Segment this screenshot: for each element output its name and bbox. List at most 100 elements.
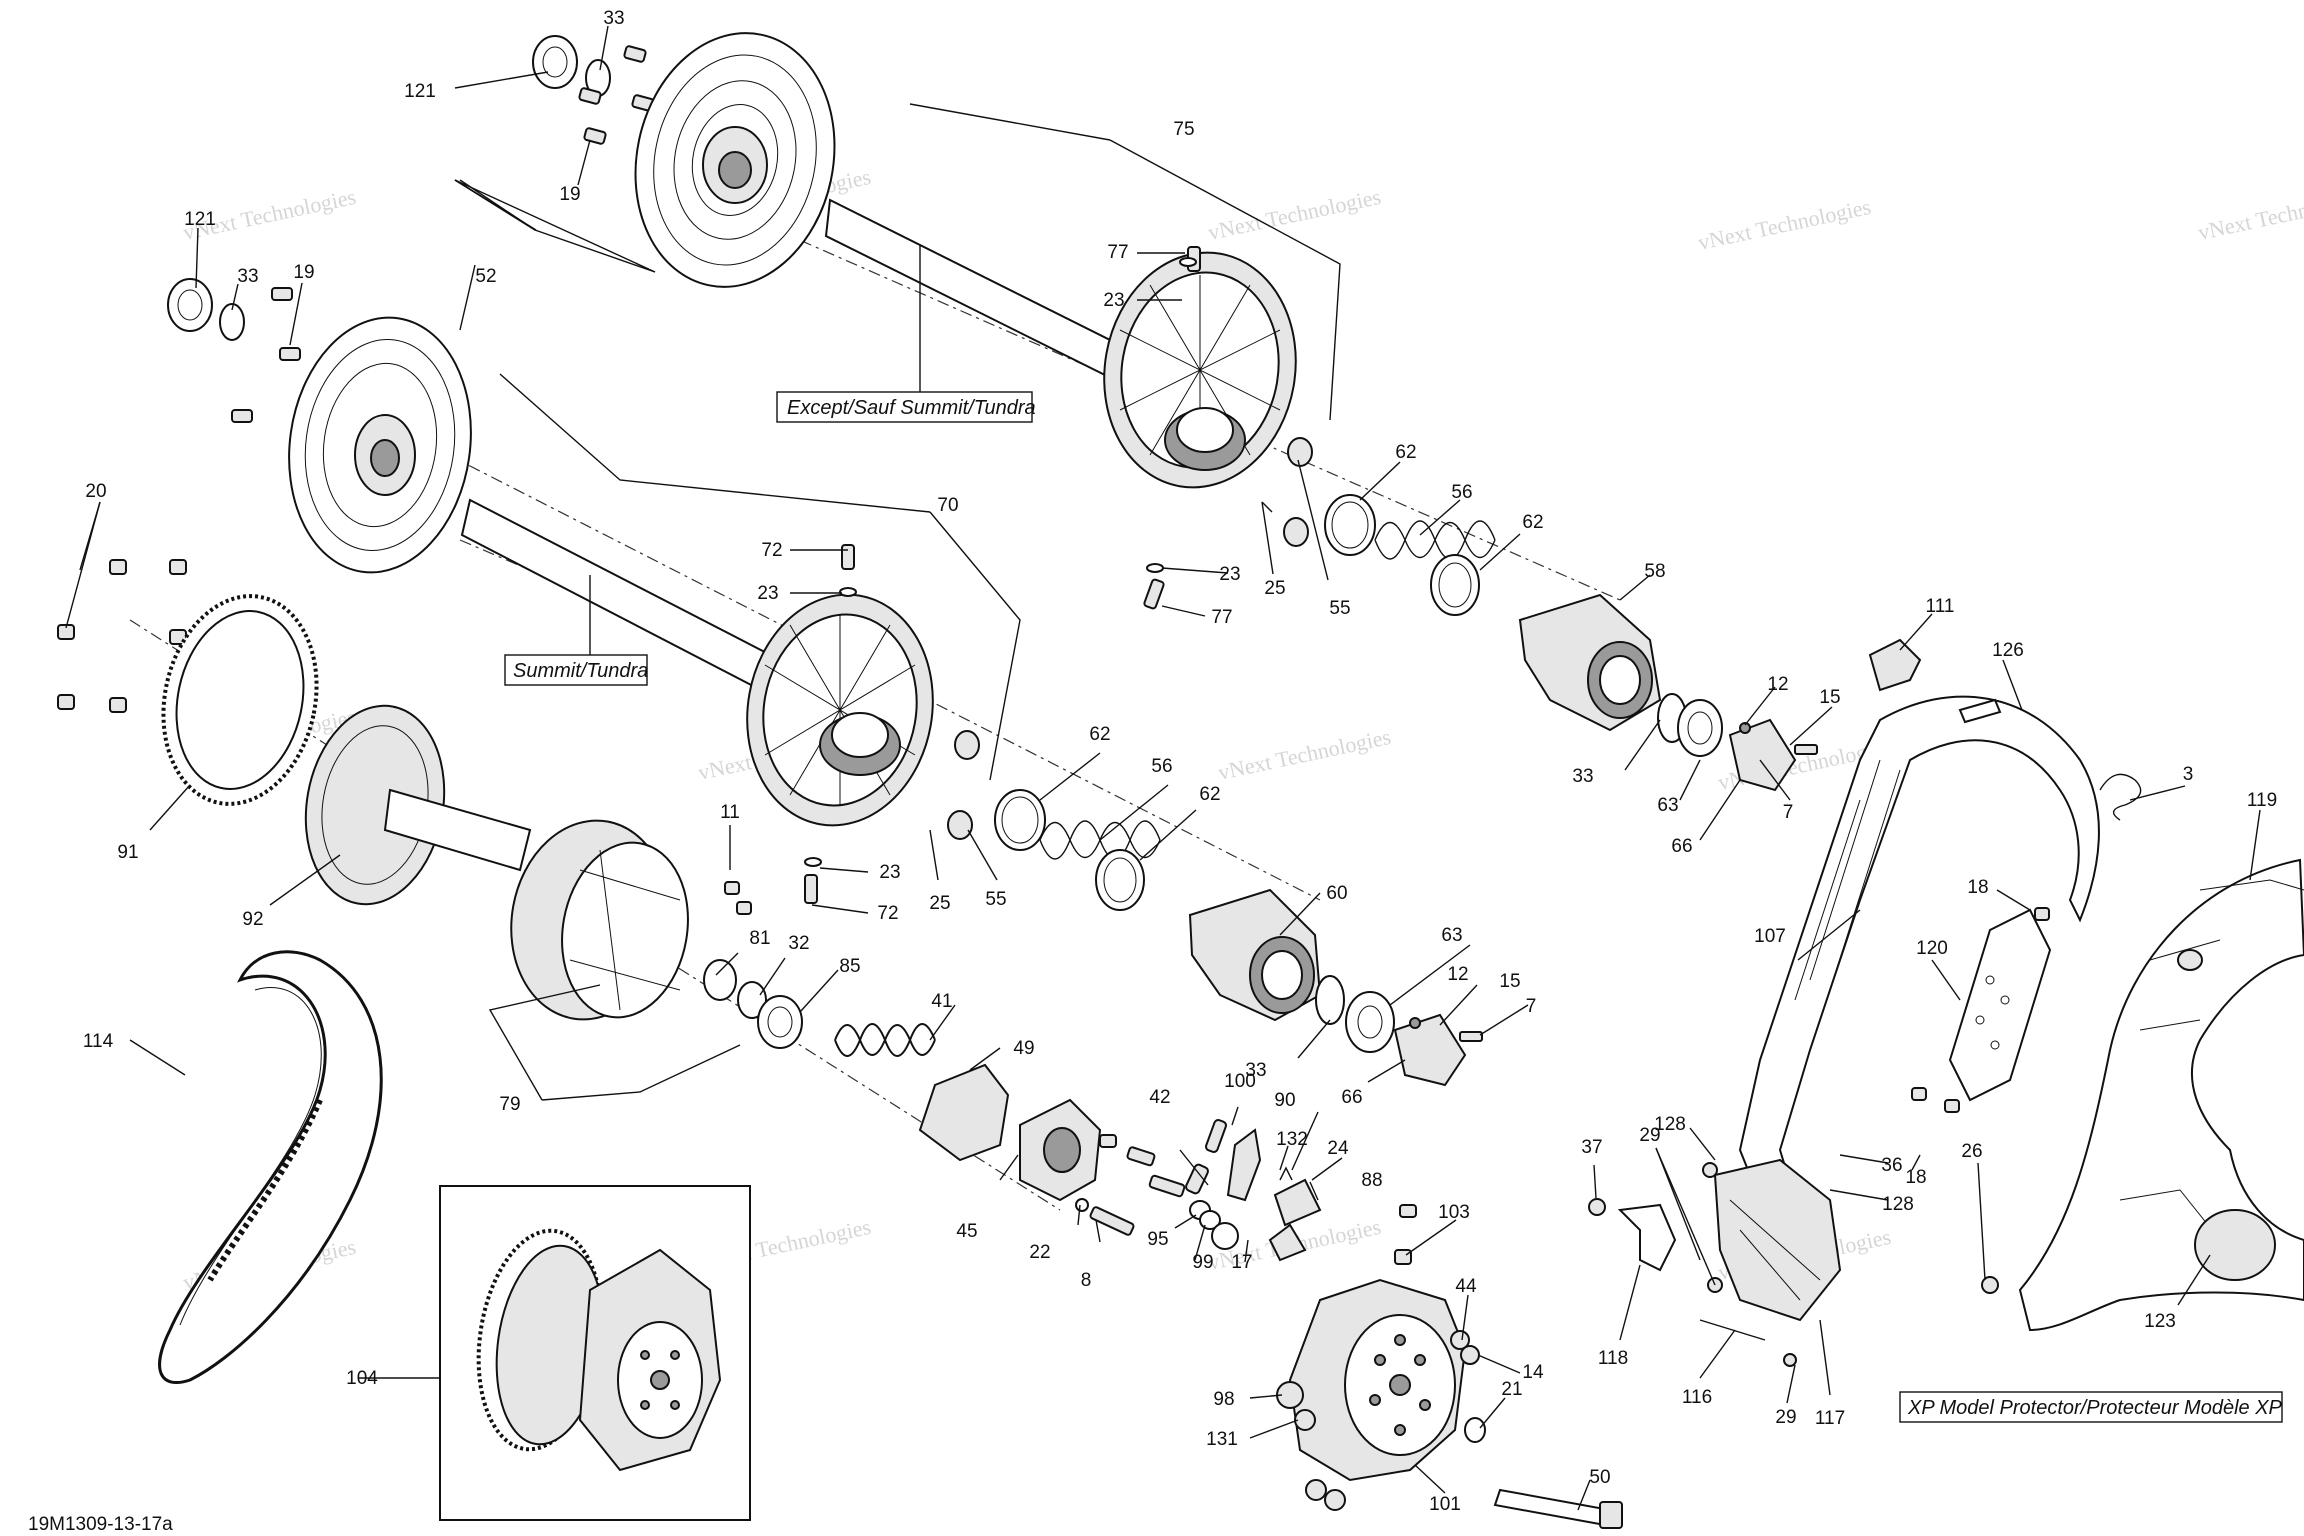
- callout: 41: [931, 991, 952, 1012]
- washer: [1464, 1417, 1486, 1443]
- callout: 11: [720, 802, 740, 823]
- spacer-ring: [994, 789, 1046, 851]
- screw: [583, 127, 607, 145]
- variant-labels: Except/Sauf Summit/Tundra Summit/Tundra …: [504, 245, 2283, 1423]
- bushing: [954, 730, 980, 760]
- callout: 7: [1526, 996, 1537, 1017]
- callout: 66: [1671, 836, 1692, 857]
- bolt: [109, 697, 127, 713]
- callout: 77: [1211, 607, 1232, 628]
- pin: [1143, 578, 1165, 610]
- callout: 45: [956, 1221, 977, 1242]
- washer: [1677, 699, 1723, 757]
- bolt: [1099, 1134, 1117, 1148]
- callout: 72: [877, 903, 898, 924]
- callout: 62: [1395, 442, 1416, 463]
- drawing-code: 19M1309-13-17a: [28, 1514, 173, 1535]
- callout: 121: [404, 81, 436, 102]
- circlip: [219, 303, 245, 341]
- lower-driven-pulley: [167, 278, 980, 904]
- support-plate: [1948, 908, 2052, 1102]
- retaining-clip: [2099, 773, 2142, 821]
- screw: [279, 347, 301, 361]
- callout: 100: [1224, 1071, 1256, 1092]
- clip: [1868, 638, 1922, 692]
- callout: 25: [929, 893, 950, 914]
- callout: 99: [1192, 1252, 1213, 1273]
- callout: 19: [293, 262, 314, 283]
- nut: [1294, 1409, 1316, 1431]
- ring: [737, 981, 767, 1019]
- callout: 29: [1639, 1125, 1660, 1146]
- leader-lines: [65, 25, 2261, 1511]
- drive-clutch: [1276, 1249, 1623, 1529]
- spacer-ring: [1430, 554, 1480, 616]
- callout: 55: [985, 889, 1006, 910]
- callout: 55: [1329, 598, 1350, 619]
- ring: [1199, 1210, 1221, 1230]
- bolt: [109, 559, 127, 575]
- lower-cam-group: [703, 789, 1483, 1236]
- drive-side: [57, 559, 752, 1021]
- callout: 23: [1219, 564, 1240, 585]
- callout: 66: [1341, 1087, 1362, 1108]
- callout: 14: [1522, 1362, 1544, 1383]
- screw: [1459, 1031, 1483, 1042]
- spring: [1374, 520, 1496, 560]
- washer: [1345, 991, 1395, 1053]
- bolt: [57, 624, 75, 640]
- callout: 7: [1783, 802, 1794, 823]
- screw: [1944, 1099, 1960, 1113]
- bolt: [57, 694, 75, 710]
- callout: 33: [237, 266, 258, 287]
- watermark: vNext Technologies: [1696, 194, 1873, 255]
- nut: [1702, 1162, 1718, 1178]
- screw: [271, 287, 293, 301]
- arm: [1273, 1178, 1322, 1227]
- callout: 58: [1644, 561, 1665, 582]
- callout: 107: [1754, 926, 1786, 947]
- callout: 42: [1149, 1087, 1170, 1108]
- pin: [804, 874, 818, 904]
- callout: 116: [1682, 1387, 1712, 1408]
- pin: [1205, 1119, 1227, 1153]
- callout: 121: [184, 209, 216, 230]
- callout: 19: [559, 184, 580, 205]
- callout: 81: [749, 928, 770, 949]
- seal-ring: [532, 35, 578, 89]
- bushing: [947, 810, 973, 840]
- callout: 49: [1013, 1038, 1034, 1059]
- nut: [1305, 1479, 1327, 1501]
- callout: 37: [1581, 1137, 1602, 1158]
- callout: 90: [1274, 1090, 1295, 1111]
- callout: 18: [1905, 1167, 1926, 1188]
- watermark: vNext Technologies: [1216, 724, 1393, 785]
- screw: [1148, 1174, 1186, 1198]
- seal-ring: [167, 278, 213, 332]
- watermark: vNext Technologies: [2196, 184, 2304, 245]
- callout: 15: [1819, 687, 1840, 708]
- callout: 3: [2183, 764, 2194, 785]
- nut: [1450, 1330, 1470, 1350]
- callout: 18: [1967, 877, 1988, 898]
- screw: [1911, 1087, 1927, 1101]
- belt-guard-cover: [1981, 858, 2304, 1332]
- callout: 52: [475, 266, 496, 287]
- bolt: [724, 881, 740, 895]
- nut: [1460, 1345, 1480, 1365]
- bolt: [736, 901, 752, 915]
- callout: 62: [1199, 784, 1220, 805]
- protector-plate: [1713, 1158, 1842, 1322]
- callout: 56: [1451, 482, 1472, 503]
- spacer-ring: [1324, 494, 1376, 556]
- callout: 20: [85, 481, 106, 502]
- callout: 15: [1499, 971, 1520, 992]
- callout: 63: [1441, 925, 1462, 946]
- callout: 114: [83, 1031, 114, 1052]
- callout: 17: [1231, 1252, 1252, 1273]
- callout-numbers: 33 121 19 121 33 19 52 75 77 23 62 56 62…: [83, 8, 2277, 1515]
- callout: 33: [1572, 766, 1593, 787]
- washer: [1075, 1198, 1089, 1212]
- callout: 8: [1081, 1270, 1092, 1291]
- roller-arms: [1185, 1119, 1417, 1262]
